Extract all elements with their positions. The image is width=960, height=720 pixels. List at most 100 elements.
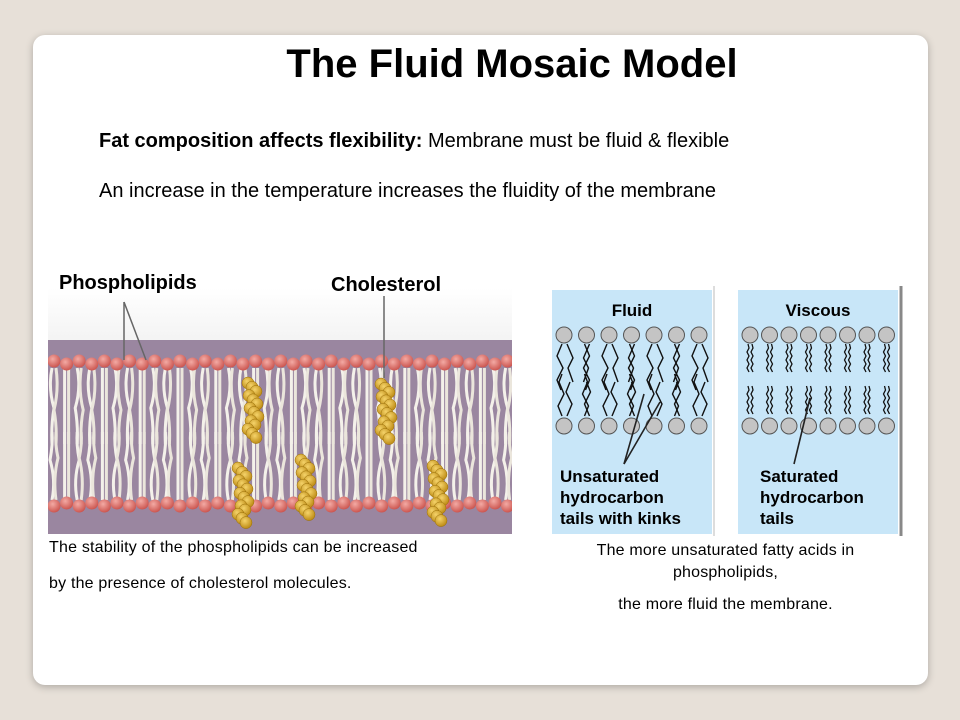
lipid-head	[741, 417, 759, 435]
phospholipid-tail	[228, 431, 236, 501]
saturated-tail	[746, 343, 750, 373]
phospholipid-head	[501, 499, 512, 513]
fluid-note-line-3: tails with kinks	[560, 509, 681, 528]
lipid-head	[623, 326, 640, 344]
phospholipid-head	[211, 357, 225, 371]
unsaturated-tail	[692, 373, 700, 417]
phospholipid-head	[299, 354, 313, 368]
saturated-tail	[867, 343, 871, 373]
phospholipid-head	[463, 496, 477, 510]
unsaturated-tail	[656, 343, 664, 383]
stability-caption-line-2: by the presence of cholesterol molecules…	[49, 575, 352, 592]
phospholipid-head	[85, 357, 99, 371]
phospholipid-head	[412, 496, 426, 510]
unsaturated-tail	[566, 343, 574, 383]
phospholipid-head	[148, 354, 162, 368]
phospholipid-tail	[115, 431, 122, 501]
phospholipid-head	[312, 496, 326, 510]
phospholipid-tail	[204, 431, 211, 501]
phospholipid-head	[400, 499, 414, 513]
phospholipid-head	[349, 354, 363, 368]
saturated-tail	[769, 343, 774, 373]
phospholipid-tail	[191, 431, 198, 501]
fluid-viscous-figure: Fluid Viscous Unsaturated hydrocarbon ta…	[548, 286, 908, 536]
phospholipid-head	[375, 354, 389, 368]
phospholipid-tail	[469, 431, 476, 501]
phospholipid-head	[160, 357, 174, 371]
phospholipid-head	[274, 499, 288, 513]
phospholipid-head	[249, 354, 263, 368]
phospholipid-tail	[317, 431, 325, 501]
saturated-tail	[804, 385, 809, 415]
phospholipid-tail	[199, 431, 207, 501]
lipid-head	[858, 326, 876, 344]
saturated-tail	[886, 343, 891, 373]
phospholipid-head	[425, 354, 439, 368]
phospholipid-head	[97, 354, 111, 368]
unsaturated-tail	[701, 343, 709, 383]
phospholipid-head	[110, 357, 124, 371]
saturated-tail	[867, 385, 871, 415]
phospholipid-tail	[91, 431, 98, 501]
phospholipid-head	[110, 496, 124, 510]
phospholipid-head	[274, 354, 288, 368]
lipid-head	[761, 326, 778, 344]
viscous-note-line-2: hydrocarbon	[760, 488, 864, 507]
viscous-note-line-3: tails	[760, 509, 794, 528]
saturated-tail	[828, 385, 832, 415]
phospholipid-head	[97, 499, 111, 513]
saturated-tail	[746, 385, 750, 415]
fluidity-caption-line-2: phospholipids,	[672, 564, 779, 581]
viscous-pointer	[793, 397, 811, 465]
phospholipid-head	[501, 354, 512, 368]
phospholipid-head	[450, 499, 464, 513]
phospholipid-head	[48, 354, 61, 368]
fat-composition-heading: Fat composition affects flexibility:	[99, 130, 423, 152]
unsaturated-tail	[582, 343, 591, 391]
saturated-tail	[785, 385, 789, 415]
saturated-tail	[785, 343, 789, 373]
cholesterol-bead	[382, 432, 396, 445]
phospholipid-tail	[455, 431, 462, 501]
phospholipid-tail	[153, 431, 160, 501]
phospholipid-head	[186, 496, 200, 510]
unsaturated-tail	[647, 373, 655, 417]
lipid-head	[839, 417, 856, 435]
phospholipid-head	[375, 499, 389, 513]
viscous-title: Viscous	[786, 301, 851, 320]
phospholipid-head	[362, 357, 376, 371]
viscous-lipids	[741, 326, 895, 435]
fluid-pointer	[623, 401, 661, 465]
saturated-tail	[789, 343, 793, 373]
unsaturated-tail	[627, 343, 636, 391]
membrane-cross-section	[48, 288, 512, 534]
lipid-head	[761, 417, 778, 435]
phospholipid-head	[475, 354, 489, 368]
saturated-tail	[847, 385, 852, 415]
lipid-head	[645, 326, 663, 344]
phospholipid-tail	[124, 431, 131, 501]
lipid-head	[819, 326, 837, 344]
unsaturated-tail	[556, 343, 564, 391]
label-cholesterol: Cholesterol	[331, 274, 442, 296]
phospholipid-head	[349, 499, 363, 513]
phospholipid-tail	[275, 431, 282, 501]
lipid-head	[780, 417, 798, 435]
lipid-head	[578, 417, 595, 435]
phospholipid-head	[286, 357, 300, 371]
lipid-head	[555, 326, 573, 344]
unsaturated-tail	[646, 343, 654, 391]
temperature-line: An increase in the temperature increases…	[99, 180, 716, 202]
phospholipid-head	[387, 357, 401, 371]
unsaturated-tail	[565, 381, 573, 417]
phospholipid-head	[186, 357, 200, 371]
phospholipid-bilayer	[48, 354, 512, 513]
lipid-head	[878, 417, 895, 435]
phospholipid-tail	[493, 431, 500, 501]
phospholipid-tail	[266, 431, 273, 501]
cholesterol-bead	[302, 508, 316, 521]
unsaturated-tail	[583, 381, 592, 417]
phospholipid-tail	[77, 431, 84, 501]
unsaturated-tail	[602, 373, 610, 417]
lipid-head	[878, 326, 895, 344]
